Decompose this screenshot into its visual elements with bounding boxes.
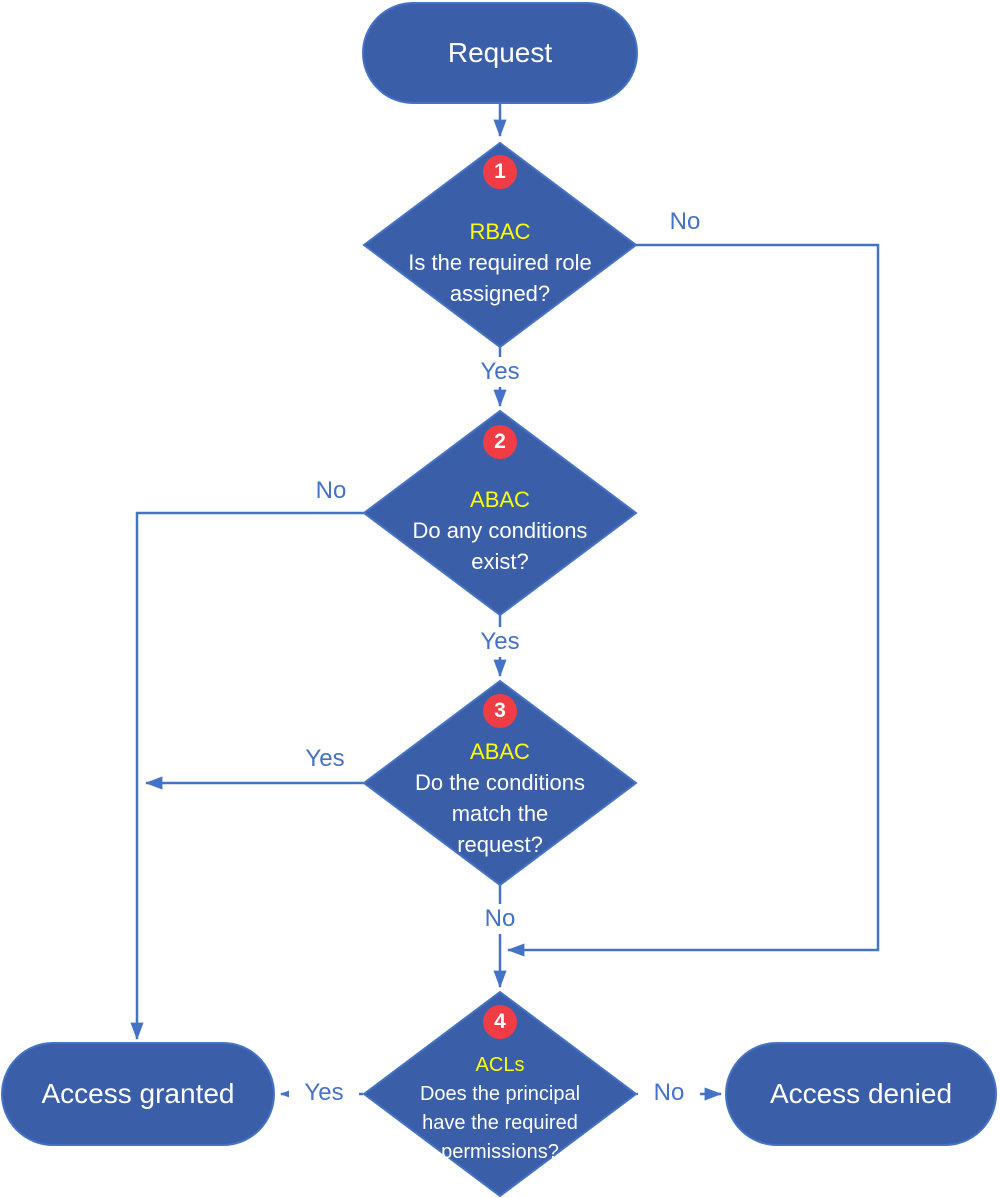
decision-4-line: have the required (422, 1112, 578, 1134)
decision-4-tag: ACLs (475, 1054, 525, 1076)
edge-label-d3-yes: Yes (305, 745, 345, 772)
decision-2-tag: ABAC (470, 486, 530, 512)
step-3-badge: 3 (483, 694, 517, 728)
decision-1-shape (362, 141, 638, 349)
edge-label-d2-no: No (315, 477, 347, 504)
decision-2-line: exist? (471, 548, 529, 574)
decision-1-text: RBAC Is the required role assigned? (364, 143, 636, 347)
decision-3-tag: ABAC (470, 739, 530, 764)
decision-1-line: assigned? (449, 280, 551, 306)
access-denied-shape (725, 1042, 997, 1146)
decision-2-line: Do any conditions (412, 517, 588, 543)
step-1-number: 1 (494, 160, 506, 183)
decision-2-shape (362, 409, 638, 617)
edge-label-d1-yes: Yes (465, 357, 535, 387)
decision-1-line: Is the required role (408, 249, 592, 275)
access-denied-label: Access denied (769, 1078, 953, 1109)
decision-3-line: match the (451, 801, 549, 826)
decision-4-line: permissions? (441, 1141, 559, 1163)
decision-1-tag: RBAC (469, 218, 531, 244)
step-3-number: 3 (494, 699, 506, 722)
decision-3-text: ABAC Do the conditions match the request… (364, 681, 636, 885)
decision-4-line: Does the principal (419, 1083, 581, 1105)
decision-4-shape (362, 990, 638, 1198)
decision-3-shape (362, 679, 638, 887)
step-2-number: 2 (494, 430, 506, 453)
decision-4-text: ACLs Does the principal have the require… (364, 992, 636, 1196)
decision-3-line: Do the conditions (415, 770, 585, 795)
request-node-shape (362, 2, 638, 104)
edge-label-d3-no: No (465, 904, 535, 934)
step-4-badge: 4 (483, 1005, 517, 1039)
request-node-label: Request (447, 37, 553, 68)
edge-label-d1-no: No (669, 208, 701, 235)
edge-d1-no-to-join (506, 243, 880, 957)
edge-label-d2-yes: Yes (465, 627, 535, 657)
edge-label-d4-no: No (638, 1078, 700, 1108)
step-1-badge: 1 (483, 155, 517, 189)
access-granted-label: Access granted (41, 1078, 235, 1109)
decision-3-line: request? (457, 832, 543, 857)
edge-d2-no-to-granted (130, 511, 364, 1041)
edge-label-d4-yes: Yes (289, 1078, 359, 1108)
access-granted-shape (1, 1042, 275, 1146)
step-2-badge: 2 (483, 425, 517, 459)
step-4-number: 4 (494, 1010, 506, 1033)
decision-2-text: ABAC Do any conditions exist? (364, 411, 636, 615)
